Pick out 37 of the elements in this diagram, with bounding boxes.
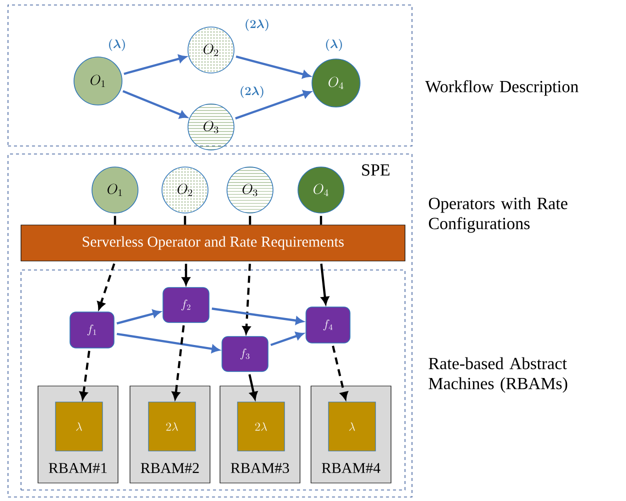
rate-square: $\lambda$ bbox=[55, 402, 103, 452]
arrow bbox=[235, 90, 311, 120]
arrow bbox=[124, 54, 186, 75]
function-box: $f_{1}$ bbox=[70, 312, 114, 348]
rate-square: $2\lambda$ bbox=[148, 402, 196, 452]
arrow bbox=[248, 374, 258, 400]
connector-line bbox=[184, 216, 186, 225]
arrow bbox=[116, 332, 220, 353]
arrow bbox=[182, 264, 190, 285]
arrow bbox=[270, 332, 304, 346]
rate-label: $(\lambda)$ bbox=[326, 39, 342, 52]
rate-label: $(2\lambda)$ bbox=[246, 19, 268, 32]
arrow bbox=[236, 56, 310, 78]
rate-square: $\lambda$ bbox=[328, 402, 376, 452]
connector-line bbox=[248, 216, 252, 225]
arrow bbox=[332, 346, 348, 400]
arrow bbox=[320, 264, 329, 304]
arrow bbox=[116, 310, 161, 324]
connector-line bbox=[320, 216, 322, 225]
side-label: Operators with Rate Configurations bbox=[428, 197, 568, 233]
arrow bbox=[212, 308, 304, 325]
rate-square: $2\lambda$ bbox=[237, 402, 285, 452]
arrow bbox=[122, 90, 188, 119]
rate-label: $(\lambda)$ bbox=[109, 39, 125, 52]
function-box: $f_{3}$ bbox=[222, 336, 268, 372]
frame-heading: Rate-based Abstract Machines (RBAMs) bbox=[428, 357, 568, 393]
frame-heading: Workflow Description bbox=[425, 80, 578, 96]
function-box: $f_{2}$ bbox=[162, 287, 210, 323]
requirements-bar: Serverless Operator and Rate Requirements bbox=[20, 224, 406, 262]
arrow bbox=[242, 264, 251, 334]
connector-line bbox=[114, 216, 116, 225]
arrow bbox=[172, 325, 185, 400]
arrow bbox=[97, 263, 116, 310]
arrow bbox=[80, 350, 90, 400]
frame-heading: SPE bbox=[362, 164, 390, 176]
function-box: $f_{4}$ bbox=[306, 306, 350, 344]
rate-label: $(2\lambda)$ bbox=[240, 86, 264, 98]
